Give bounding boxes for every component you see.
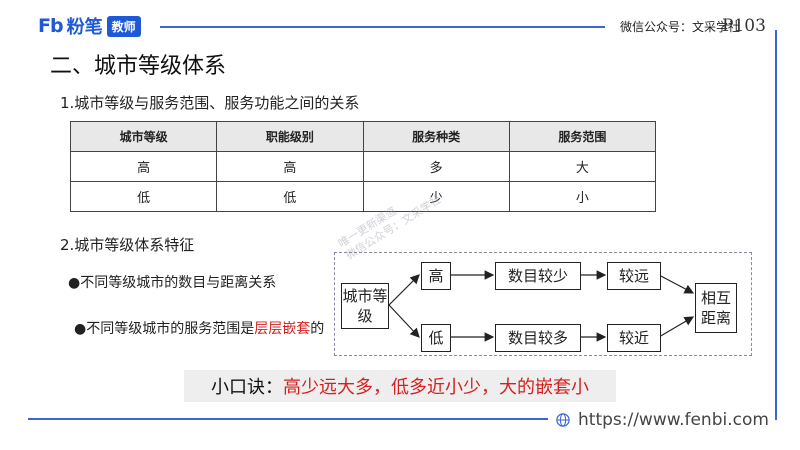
logo-text: 粉笔 (66, 17, 103, 38)
node-fewer-cities: 数目较少 (495, 262, 581, 290)
table-header: 服务范围 (508, 121, 657, 152)
mnemonic-text: 高少远大多，低多近小少，大的嵌套小 (283, 377, 589, 398)
section-title: 二、城市等级体系 (50, 54, 227, 79)
table-cell: 大 (508, 151, 657, 182)
bullet-highlight: 层层嵌套 (254, 321, 311, 337)
node-more-cities: 数目较多 (495, 324, 581, 352)
table-header-row: 城市等级 职能级别 服务种类 服务范围 (69, 121, 657, 152)
table-cell: 小 (508, 181, 657, 212)
node-farther: 较远 (607, 262, 661, 290)
wechat-label: 微信公众号：文采学社 (620, 20, 741, 34)
logo-mark: Fb (38, 15, 64, 37)
globe-icon (556, 413, 570, 427)
bullet-text-suffix: 的 (310, 321, 325, 337)
bullet-distance-relation: ●不同等级城市的数目与距离关系 (68, 275, 277, 291)
node-nearer: 较近 (607, 324, 661, 352)
logo-tag: 教师 (106, 15, 141, 37)
bullet-service-range: ●不同等级城市的服务范围是层层嵌套的 (74, 318, 334, 340)
table-cell: 低 (69, 181, 218, 212)
mnemonic-box: 小口诀： 高少远大多，低多近小少，大的嵌套小 (184, 370, 616, 402)
top-rule (160, 26, 605, 28)
fenbi-logo: Fb 粉笔 教师 (38, 14, 141, 38)
footer-url-text[interactable]: https://www.fenbi.com (578, 410, 769, 430)
bullet-text: ●不同等级城市的服务范围是 (74, 321, 255, 337)
frame-right-line (775, 30, 777, 420)
table-cell: 高 (216, 151, 364, 182)
page-number: P103 (722, 16, 766, 36)
subsection-title-1: 1.城市等级与服务范围、服务功能之间的关系 (60, 94, 360, 112)
table-cell: 高 (69, 151, 218, 182)
diagram-arrows (388, 270, 695, 342)
node-mutual-distance: 相互距离 (695, 283, 737, 333)
node-low: 低 (421, 324, 451, 352)
table-header: 城市等级 (69, 121, 218, 152)
city-level-table: 城市等级 职能级别 服务种类 服务范围 高 高 多 大 低 低 少 小 (69, 121, 657, 212)
node-city-level: 城市等级 (341, 283, 389, 329)
mnemonic-label: 小口诀： (211, 377, 283, 398)
table-header: 服务种类 (362, 121, 510, 152)
city-hierarchy-diagram: 城市等级 高 低 数目较少 数目较多 较远 较近 相互距离 (334, 252, 752, 356)
frame-bottom-line (28, 418, 548, 420)
table-header: 职能级别 (216, 121, 364, 152)
table-cell: 多 (362, 151, 510, 182)
table-row: 低 低 少 小 (69, 181, 657, 212)
table-cell: 低 (216, 181, 364, 212)
footer-url[interactable]: https://www.fenbi.com (556, 410, 769, 430)
subsection-title-2: 2.城市等级体系特征 (60, 236, 195, 254)
table-cell: 少 (362, 181, 510, 212)
table-row: 高 高 多 大 (69, 151, 657, 182)
node-high: 高 (421, 262, 451, 290)
